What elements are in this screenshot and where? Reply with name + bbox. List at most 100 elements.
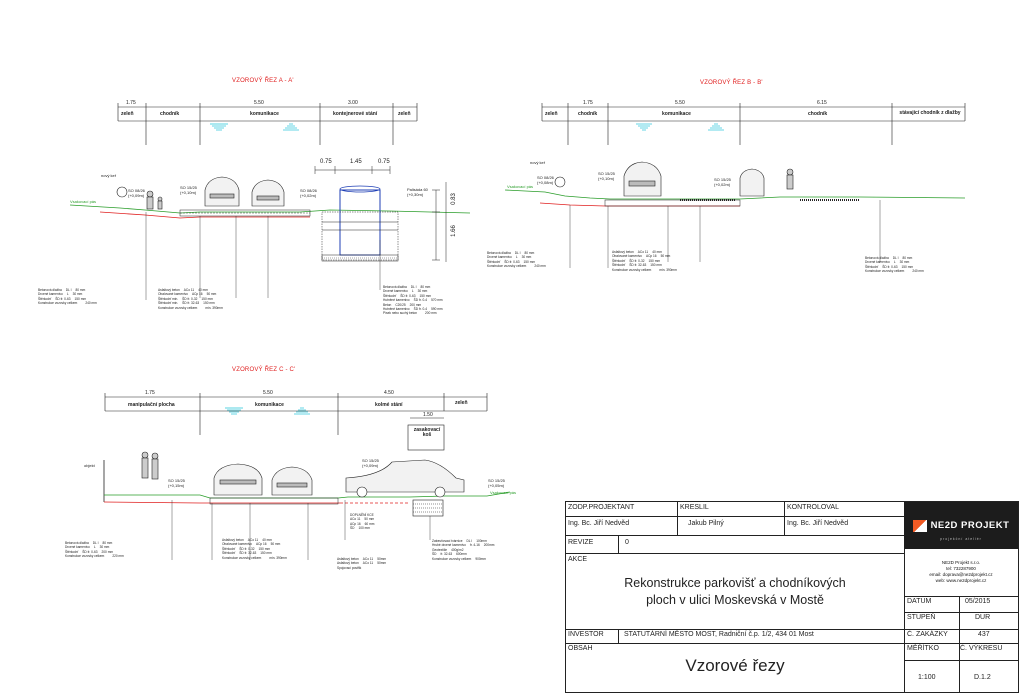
stamp-label-stupen: STUPEŇ [907, 614, 936, 621]
stamp-value-kreslil: Jakub Pilný [688, 520, 724, 527]
stamp-label-kontroloval: KONTROLOVAL [787, 504, 839, 511]
layer-name: Drcené kamenivo [65, 545, 90, 550]
layer-name: Drcené kamenivo [487, 255, 512, 260]
section-aa-container-dim-2: 1.45 [350, 159, 362, 165]
layer-code: ACp 16 [255, 542, 267, 547]
layer-name: Asfaltový beton [337, 557, 359, 561]
layer-code: ACo 11 [247, 538, 259, 542]
layer-name: Písek nebo suchý beton [383, 311, 418, 316]
layer-name: Spojovací postřik [337, 565, 362, 570]
section-aa-note-6: Palisáda 60 (+0,30m) [407, 187, 428, 197]
layer-name: Betonová dlažba [865, 256, 889, 260]
layer-depth: 240 mm [85, 301, 97, 306]
layer-depth: 30 mm [99, 545, 110, 550]
stamp-label-datum: DATUM [907, 598, 932, 605]
layer-code: ACo 11 [362, 561, 374, 566]
layer-depth: 40 mm [652, 250, 662, 254]
section-aa-dim-3: 3.00 [348, 100, 358, 106]
layer-name: Konstrukce vozovky celkem [865, 269, 905, 274]
project-name: Rekonstrukce parkovišť a chodníkových pl… [570, 575, 900, 609]
layer-name: Obalované kamenivo [612, 254, 642, 259]
layer-name: Štěrkodrť [487, 259, 501, 264]
layer-code: ŠD fr. 0-32 [239, 546, 255, 551]
section-aa-leaders [145, 212, 381, 300]
section-aa-vert-dim-2: 1.66 [450, 225, 457, 237]
layer-code: ŠD fr. 32-63 [182, 301, 200, 306]
section-cc-vehicles [141, 451, 465, 498]
section-bb-dim-3: 6.15 [817, 100, 827, 106]
layer-name: Štěrkodrť [612, 263, 626, 268]
stamp-value-investor: STATUTÁRNÍ MĚSTO MOST, Radniční č.p. 1/2… [624, 631, 814, 638]
section-aa-zone-3: komunikace [250, 111, 279, 117]
section-bb-slope-marks [636, 123, 724, 131]
layer-depth: 220 mm [112, 554, 124, 559]
layer-name: Konstrukce vozovky celkem [612, 267, 652, 272]
section-cc-slope-marks [225, 407, 310, 415]
section-bb-dim-1: 1.75 [583, 100, 593, 106]
section-cc-note-1: objekt [84, 463, 95, 468]
layer-depth: 150 mm [258, 546, 271, 551]
layer-name: Beton [383, 302, 392, 307]
layer-code: DL I [892, 256, 899, 260]
company-logo: NE2D PROJEKT projekční ateliér [904, 502, 1018, 549]
layer-name: Štěrkodrť min. [158, 296, 179, 301]
layer-name: Štěrkodrť [38, 296, 52, 301]
section-aa-slope-marks [210, 123, 299, 131]
stamp-value-stupen: DUR [975, 614, 991, 621]
layer-code: ŠD fr. 32-63 [629, 263, 647, 268]
layer-name: Štěrkodrť min. [158, 301, 179, 306]
layer-name: ŠD [350, 526, 355, 531]
section-bb-note-1: nový keř [530, 160, 546, 165]
company-name: NE2D Projekt s.r.o. [941, 560, 981, 565]
layer-depth: 30 mm [899, 260, 910, 265]
layer-code: ŠD fr. 0-63 [504, 259, 520, 264]
layer-depth: 590 mm [431, 307, 443, 312]
layer-depth: min. 390mm [269, 555, 287, 560]
layer-name: Štěrkodrť [222, 551, 236, 556]
layer-depth: 80 mm [420, 285, 431, 289]
layer-name: Obalované kamenivo [222, 542, 252, 547]
layer-name: Betonová dlažba [65, 541, 89, 545]
layer-depth: 150 mm [74, 296, 87, 301]
layer-name: Štěrkodrť [65, 549, 79, 554]
section-aa-zone-4: kontejnerové stání [333, 111, 378, 117]
section-aa-zone-5: zeleň [398, 111, 411, 117]
section-bb-dimension-line [541, 103, 966, 145]
layer-name: Konstrukce vozovky celkem [38, 301, 78, 306]
stamp-label-kreslil: KRESLIL [680, 504, 709, 511]
layer-depth: 30 mm [417, 289, 428, 294]
layer-code: ŠD fr. 0-4 [413, 298, 428, 303]
stamp-value-kontroloval: Ing. Bc. Jiří Nedvěd [787, 520, 849, 527]
layer-code: ACp 16 [191, 292, 203, 297]
layer-depth: 60 mm [364, 521, 375, 526]
section-aa-dimension-line [117, 103, 418, 145]
layer-depth: 80 mm [524, 251, 535, 255]
section-bb-note-4: SO 15/25 (+0,10m) [598, 171, 615, 181]
layer-name: Hutněné kamenivo [383, 307, 410, 312]
section-cc-dim-3: 4.50 [384, 390, 394, 396]
layer-depth: 80 mm [902, 256, 913, 260]
layer-depth: 600mm [456, 552, 467, 557]
section-bb-title: VZOROVÝ ŘEZ B - B' [700, 80, 763, 86]
section-bb-note-5: SO 15/25 (+0,02m) [714, 177, 731, 187]
section-cc-note-3: SO 15/25 (+0,05m) [488, 478, 505, 488]
section-aa-title: VZOROVÝ ŘEZ A - A' [232, 78, 294, 84]
layer-code: ACo 11 [183, 288, 195, 292]
layer-code: L [893, 260, 896, 265]
drawing-content-title: Vzorové řezy [685, 656, 785, 675]
layer-name: Drcené kamenivo [865, 260, 890, 265]
section-cc-dim-2: 5.50 [263, 390, 273, 396]
section-cc-leaders [171, 500, 431, 560]
layer-name: Štěrkodrť [222, 546, 236, 551]
layer-depth: 100mm [476, 539, 487, 543]
section-aa-vehicles [116, 176, 285, 210]
layer-name: Konstrukce vozovky celkem [432, 556, 472, 561]
layer-depth: 200 mm [101, 549, 114, 554]
layer-depth: 30 mm [72, 292, 83, 297]
layer-name: ŠD [432, 552, 437, 557]
